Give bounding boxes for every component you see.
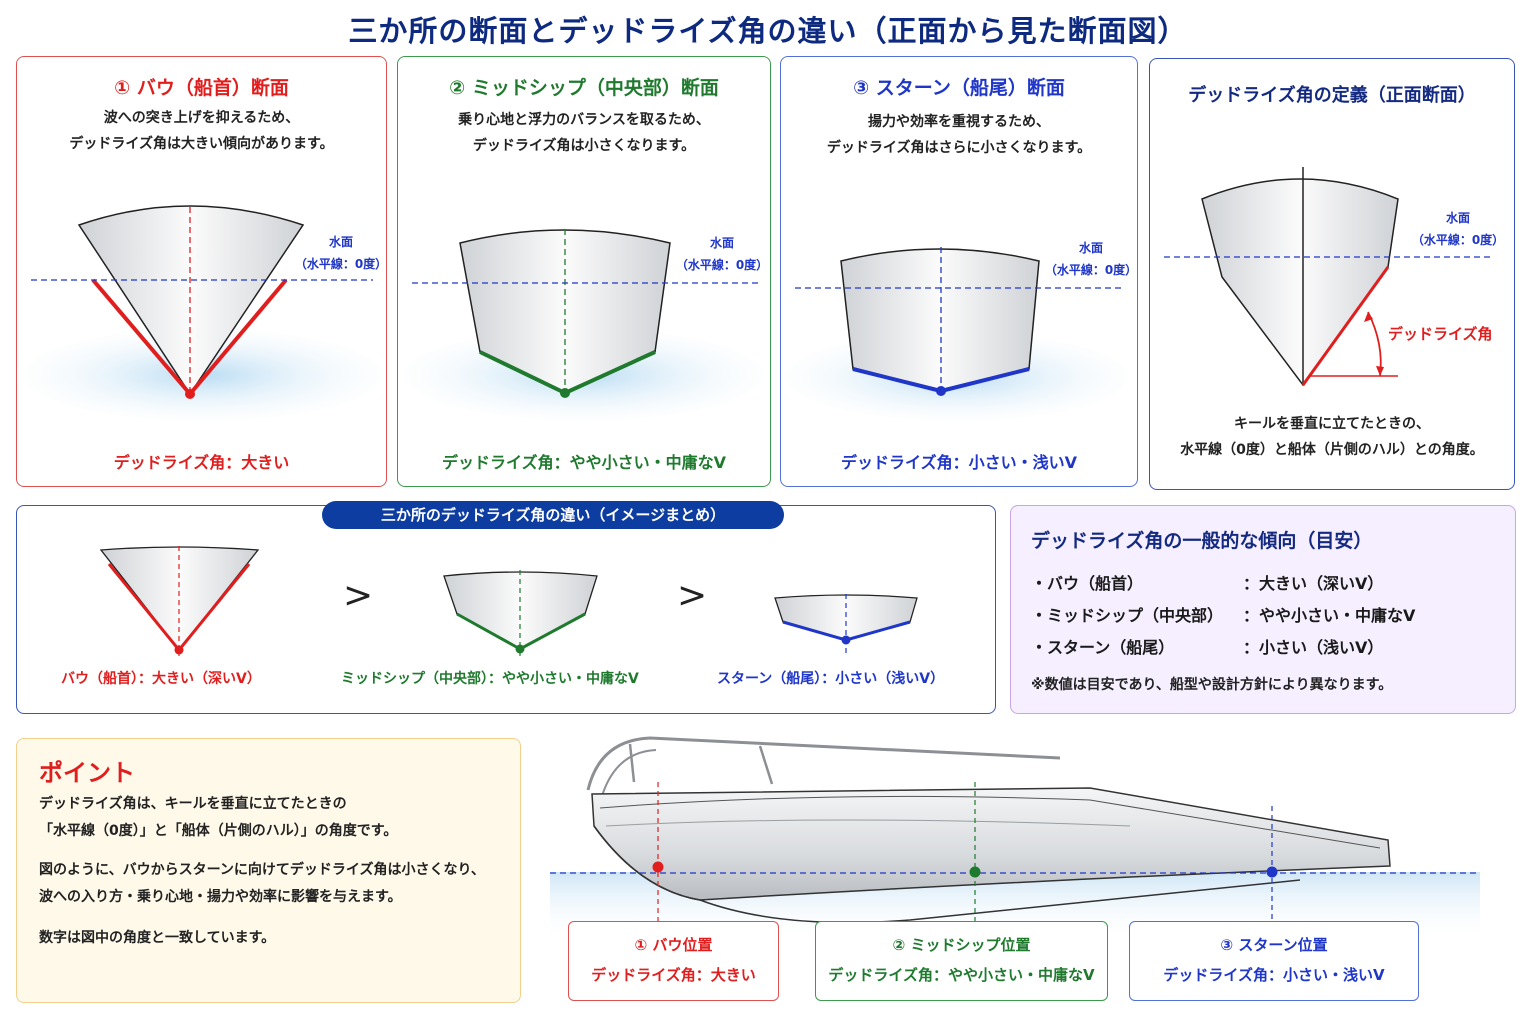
summary-stern-label: スターン（船尾）：小さい（浅いV） (717, 671, 945, 687)
trend-title: デッドライズ角の一般的な傾向（目安） (1031, 530, 1373, 552)
trend-row-midship: ・ミッドシップ（中央部）：やや小さい・中庸なV (1031, 606, 1416, 625)
definition-caption: キールを垂直に立てたときの、水平線（0度）と船体（片側のハル）との角度。 (1180, 416, 1484, 458)
stern-cross-section-diagram (785, 247, 1129, 421)
stern-section-title: ③ スターン（船尾）断面 (853, 77, 1065, 99)
bow-deadrise-label: デッドライズ角：大きい (113, 453, 290, 472)
summary-midship-label: ミッドシップ（中央部）：やや小さい・中庸なV (341, 671, 639, 687)
stern-section-panel: ③ スターン（船尾）断面 揚力や効率を重視するため、デッドライズ角はさらに小さく… (780, 56, 1138, 487)
water-surface-label: 水面（水平線：0度） (1044, 241, 1138, 277)
trend-panel: デッドライズ角の一般的な傾向（目安） ・バウ（船首）：大きい（深いV） ・ミッド… (1010, 505, 1516, 714)
greater-than-sign: > (343, 575, 374, 616)
midship-cross-section-diagram (404, 229, 764, 421)
bow-section-description: 波への突き上げを抑えるため、デッドライズ角は大きい傾向があります。 (69, 110, 334, 152)
deadrise-angle-label: デッドライズ角 (1388, 325, 1493, 343)
trend-row-stern: ・スターン（船尾）：小さい（浅いV） (1031, 638, 1384, 657)
stern-section-description: 揚力や効率を重視するため、デッドライズ角はさらに小さくなります。 (826, 114, 1092, 156)
bow-position-box: ① バウ位置 デッドライズ角：大きい (568, 921, 779, 1001)
summary-diagram (99, 546, 918, 656)
point-title: ポイント (39, 759, 135, 787)
point-text-definition: デッドライズ角は、キールを垂直に立てたときの「水平線（0度）」と「船体（片側のハ… (39, 796, 398, 839)
point-text-note: 数字は図中の角度と一致しています。 (39, 930, 276, 946)
point-text-effect: 図のように、バウからスターンに向けてデッドライズ角は小さくなり、波への入り方・乗… (39, 862, 485, 905)
midship-section-description: 乗り心地と浮力のバランスを取るため、デッドライズ角は小さくなります。 (458, 112, 710, 154)
water-surface-label: 水面（水平線：0度） (294, 235, 387, 271)
midship-deadrise-label: デッドライズ角：やや小さい・中庸なV (442, 453, 726, 472)
bow-cross-section-diagram (23, 205, 383, 421)
bow-section-title: ① バウ（船首）断面 (114, 77, 289, 99)
definition-panel: デッドライズ角の定義（正面断面） 水面（水平線：0度） デッドライズ角 キールを… (1149, 58, 1515, 490)
stern-position-box: ③ スターン位置 デッドライズ角：小さい・浅いV (1129, 921, 1419, 1001)
definition-diagram (1164, 167, 1494, 387)
bow-section-panel: ① バウ（船首）断面 波への突き上げを抑えるため、デッドライズ角は大きい傾向があ… (16, 56, 387, 487)
definition-title: デッドライズ角の定義（正面断面） (1188, 85, 1476, 106)
summary-bow-label: バウ（船首）：大きい（深いV） (61, 671, 261, 687)
summary-title: 三か所のデッドライズ角の違い（イメージまとめ） (322, 501, 784, 529)
trend-note: ※数値は目安であり、船型や設計方針により異なります。 (1031, 677, 1393, 693)
midship-section-panel: ② ミッドシップ（中央部）断面 乗り心地と浮力のバランスを取るため、デッドライズ… (397, 56, 771, 487)
water-surface-label: 水面（水平線：0度） (1411, 211, 1505, 247)
point-panel: ポイント デッドライズ角は、キールを垂直に立てたときの「水平線（0度）」と「船体… (16, 738, 521, 1003)
water-surface-label: 水面（水平線：0度） (675, 236, 769, 272)
page-title: 三か所の断面とデッドライズ角の違い（正面から見た断面図） (348, 14, 1188, 48)
midship-position-box: ② ミッドシップ位置 デッドライズ角：やや小さい・中庸なV (815, 921, 1108, 1001)
stern-deadrise-label: デッドライズ角：小さい・浅いV (841, 453, 1077, 472)
boat-side-view (550, 736, 1480, 942)
trend-row-bow: ・バウ（船首）：大きい（深いV） (1031, 574, 1384, 593)
midship-section-title: ② ミッドシップ（中央部）断面 (449, 77, 719, 99)
greater-than-sign: > (677, 575, 708, 616)
summary-panel: > > バウ（船首）：大きい（深いV） ミッドシップ（中央部）：やや小さい・中庸… (16, 505, 996, 714)
